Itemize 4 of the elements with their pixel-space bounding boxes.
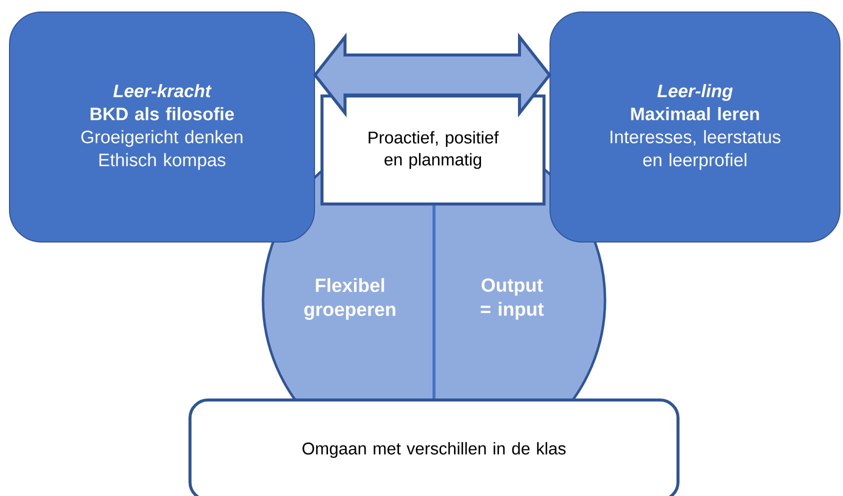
rounded-box: Leer-ling Maximaal leren Interesses, leerstatus en leerprofiel (550, 12, 840, 242)
rounded-box: Omgaan met verschillen in de klas (188, 398, 680, 496)
rounded-box: Leer-kracht BKD als filosofie Groeigericht denken Ethisch kompas (9, 12, 315, 242)
text-box: Proactief, positief en planmatig (320, 94, 546, 206)
